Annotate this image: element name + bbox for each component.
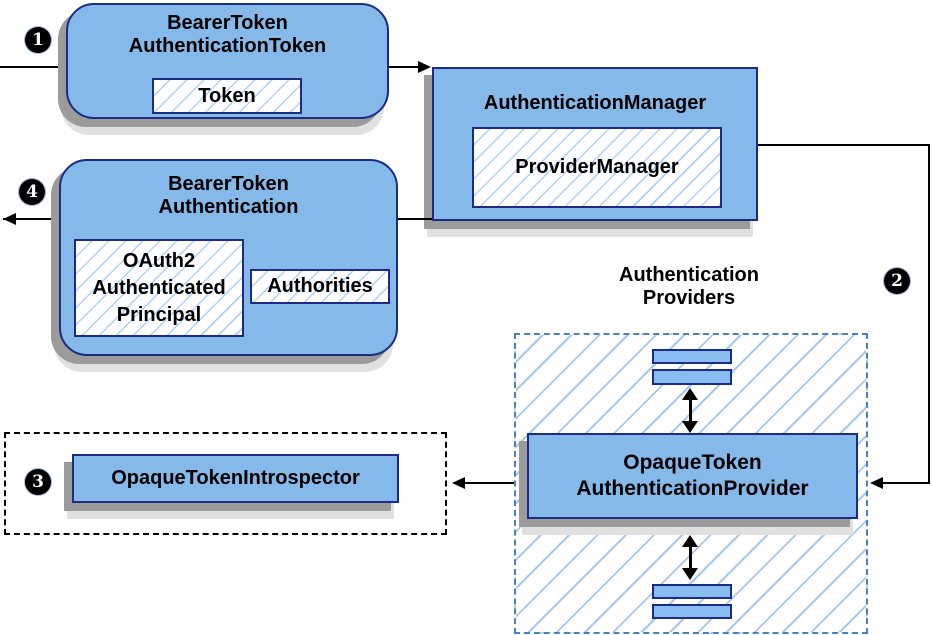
step-3-badge: 3 [25, 469, 51, 495]
double-arrow-icon [681, 535, 699, 580]
title-line-1: BearerToken [168, 173, 289, 195]
inner-box-provider-manager: ProviderManager [472, 127, 722, 208]
arrowhead-left-icon [452, 477, 465, 489]
token-to-manager-line [389, 66, 419, 68]
provider-manager-label: ProviderManager [515, 156, 679, 178]
title-line-2: AuthenticationToken [128, 35, 327, 57]
arrow-up-tip-icon [682, 388, 698, 400]
inner-box-token: Token [152, 78, 302, 114]
incoming-request-line [0, 66, 66, 68]
provider-title-line-2: AuthenticationProvider [576, 477, 809, 500]
provider-to-introspector-line [464, 482, 514, 484]
authentication-providers-heading: Authentication Providers [589, 264, 789, 310]
node-opaque-token-authentication-provider: OpaqueToken AuthenticationProvider [527, 433, 858, 519]
provider-slot-bar [652, 584, 732, 599]
arrow-up-tip-icon [682, 535, 698, 547]
double-arrow-icon [681, 388, 699, 433]
node-title: AuthenticationManager [434, 92, 756, 115]
principal-line-2: Authenticated [92, 276, 226, 299]
principal-line-1: OAuth2 [122, 249, 196, 272]
manager-to-provider-line-right [928, 144, 930, 484]
node-opaque-token-introspector: OpaqueTokenIntrospector [72, 454, 399, 503]
introspector-label: OpaqueTokenIntrospector [111, 467, 360, 489]
token-label: Token [198, 84, 256, 107]
arrow-down-tip-icon [682, 421, 698, 433]
node-bearer-token-authentication: BearerToken Authentication OAuth2 Authen… [59, 159, 398, 356]
title-line-2: Authentication [158, 196, 299, 218]
arrow-stem [688, 547, 692, 568]
heading-line-1: Authentication [619, 264, 759, 286]
arrowhead-left-icon [870, 477, 883, 489]
node-title: BearerToken AuthenticationToken [68, 12, 387, 58]
principal-line-3: Principal [116, 303, 202, 326]
title-line: AuthenticationManager [483, 92, 707, 114]
node-authentication-manager: AuthenticationManager ProviderManager [432, 67, 758, 221]
inner-box-authorities: Authorities [250, 269, 390, 304]
opaque-token-introspector-container [4, 432, 447, 535]
step-4-badge: 4 [19, 179, 45, 205]
heading-line-2: Providers [642, 287, 736, 309]
title-line-1: BearerToken [167, 12, 288, 34]
step-1-badge: 1 [25, 27, 51, 53]
arrow-stem [688, 400, 692, 421]
principal-label: OAuth2 Authenticated Principal [92, 248, 225, 329]
arrow-down-tip-icon [682, 568, 698, 580]
manager-to-provider-line-bottom [882, 482, 930, 484]
node-bearer-token-authentication-token: BearerToken AuthenticationToken Token [66, 3, 389, 119]
provider-title-line-1: OpaqueToken [623, 451, 762, 474]
manager-to-provider-line-top [758, 144, 930, 146]
arrowhead-right-icon [418, 61, 431, 73]
authorities-label: Authorities [267, 275, 373, 297]
inner-box-oauth2-authenticated-principal: OAuth2 Authenticated Principal [74, 239, 244, 337]
node-title: BearerToken Authentication [61, 173, 396, 219]
provider-slot-bar [652, 604, 732, 619]
step-2-badge: 2 [884, 268, 910, 294]
arrowhead-left-icon [3, 213, 16, 225]
provider-slot-bar [652, 349, 732, 364]
provider-slot-bar [652, 369, 732, 385]
